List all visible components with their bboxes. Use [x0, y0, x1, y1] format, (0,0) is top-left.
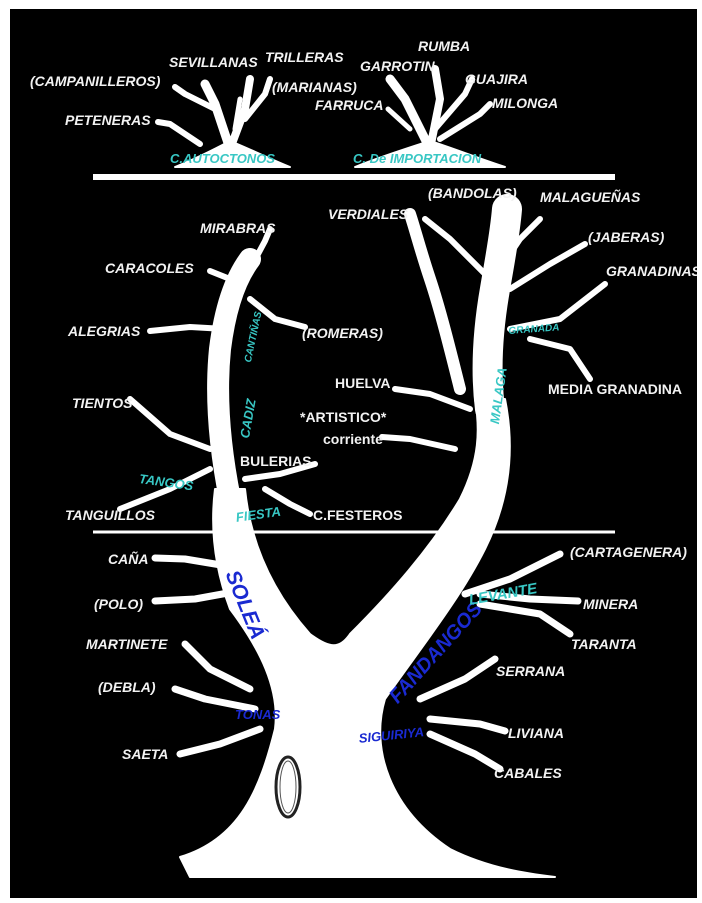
leaf-marianas: (MARIANAS) — [272, 79, 357, 95]
leaf-garrotin: GARROTIN — [360, 58, 435, 74]
leaf-artistico: *ARTISTICO* — [300, 409, 386, 425]
leaf-verdiales: VERDIALES — [328, 206, 408, 222]
trunk-tonas: TONAS — [235, 707, 280, 722]
leaf-festeros: C.FESTEROS — [313, 507, 402, 523]
leaf-rumba: RUMBA — [418, 38, 470, 54]
leaf-campanilleros: (CAMPANILLEROS) — [30, 73, 160, 89]
leaf-cabales: CABALES — [494, 765, 562, 781]
leaf-debla: (DEBLA) — [98, 679, 156, 695]
leaf-tientos: TIENTOS — [72, 395, 132, 411]
leaf-milonga: MILONGA — [492, 95, 558, 111]
group-autoctonos: C.AUTOCTONOS — [170, 152, 275, 166]
leaf-guajira: GUAJIRA — [465, 71, 528, 87]
leaf-malaguenas: MALAGUEÑAS — [540, 189, 640, 205]
leaf-polo: (POLO) — [94, 596, 143, 612]
leaf-media-granadina: MEDIA GRANADINA — [548, 381, 682, 397]
leaf-romeras: (ROMERAS) — [302, 325, 383, 341]
leaf-taranta: TARANTA — [571, 636, 637, 652]
leaf-saeta: SAETA — [122, 746, 168, 762]
flamenco-tree-diagram: (CAMPANILLEROS) SEVILLANAS TRILLERAS (MA… — [10, 9, 697, 898]
leaf-trilleras: TRILLERAS — [265, 49, 344, 65]
tree-shape — [120, 69, 605, 877]
leaf-peteneras: PETENERAS — [65, 112, 151, 128]
leaf-minera: MINERA — [583, 596, 638, 612]
leaf-huelva: HUELVA — [335, 375, 390, 391]
leaf-farruca: FARRUCA — [315, 97, 383, 113]
leaf-sevillanas: SEVILLANAS — [169, 54, 258, 70]
leaf-granadinas: GRANADINAS — [606, 263, 697, 279]
leaf-cartagenera: (CARTAGENERA) — [570, 544, 687, 560]
leaf-liviana: LIVIANA — [508, 725, 564, 741]
leaf-alegrias: ALEGRIAS — [68, 323, 140, 339]
leaf-jaberas: (JABERAS) — [588, 229, 664, 245]
tree-illustration — [10, 9, 697, 898]
leaf-bulerias: BULERIAS — [240, 453, 312, 469]
leaf-mirabras: MIRABRAS — [200, 220, 275, 236]
leaf-serrana: SERRANA — [496, 663, 565, 679]
leaf-corriente: corriente — [323, 431, 383, 447]
leaf-bandolas: (BANDOLAS) — [428, 185, 517, 201]
leaf-caracoles: CARACOLES — [105, 260, 194, 276]
leaf-cana: CAÑA — [108, 551, 148, 567]
leaf-tanguillos: TANGUILLOS — [65, 507, 155, 523]
group-importacion: C. De IMPORTACION — [353, 152, 481, 166]
leaf-martinete: MARTINETE — [86, 636, 167, 652]
